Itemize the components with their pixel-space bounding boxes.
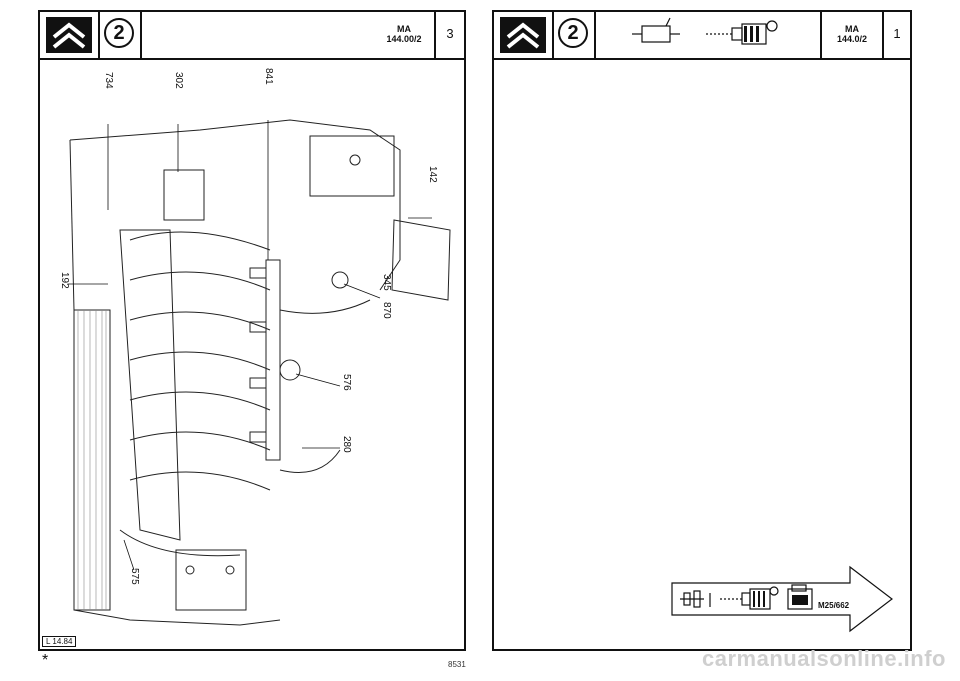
right-header: 2 M [494,12,910,60]
callout-142: 142 [427,166,438,183]
callout-870: 870 [381,302,392,319]
tool-icons [596,12,822,58]
circled-number: 2 [558,18,588,48]
code-line1: MA [845,24,859,34]
page-number: 3 [446,26,454,41]
arrow-icon [671,565,893,633]
citroen-chevrons-icon [500,17,546,53]
citroen-chevrons-icon [46,17,92,53]
callout-192: 192 [59,272,70,289]
sheet-number: 8531 [448,660,466,669]
callout-302: 302 [173,72,184,89]
engine-bay-illustration [68,119,451,626]
operation-number: 2 [100,12,142,58]
code-line2: 144.00/2 [386,34,422,44]
manual-code: MA 144.0/2 [822,12,884,58]
watermark: carmanualsonline.info [702,646,946,671]
circled-number: 2 [104,18,134,48]
citroen-logo [40,12,100,58]
figure-badge: L 14.84 [42,636,77,647]
left-page: 2 MA 144.00/2 3 [38,10,466,651]
callout-345: 345 [381,274,392,291]
callout-841: 841 [263,68,274,85]
citroen-logo [494,12,554,58]
asterisk-mark: * [42,652,49,669]
manual-code: MA 144.00/2 [374,12,436,58]
callout-734: 734 [103,72,114,89]
page-number: 1 [893,26,901,41]
callout-280: 280 [341,436,352,453]
reference-label: M25/662 [818,601,850,610]
code-line2: 144.0/2 [836,34,868,44]
callout-575: 575 [129,568,140,585]
left-header: 2 MA 144.00/2 3 [40,12,464,60]
injector-icon [632,17,778,45]
callout-576: 576 [341,374,352,391]
right-page: 2 M [492,10,912,651]
operation-number: 2 [554,12,596,58]
code-line1: MA [397,24,411,34]
reference-arrow: M25/662 [670,565,893,633]
